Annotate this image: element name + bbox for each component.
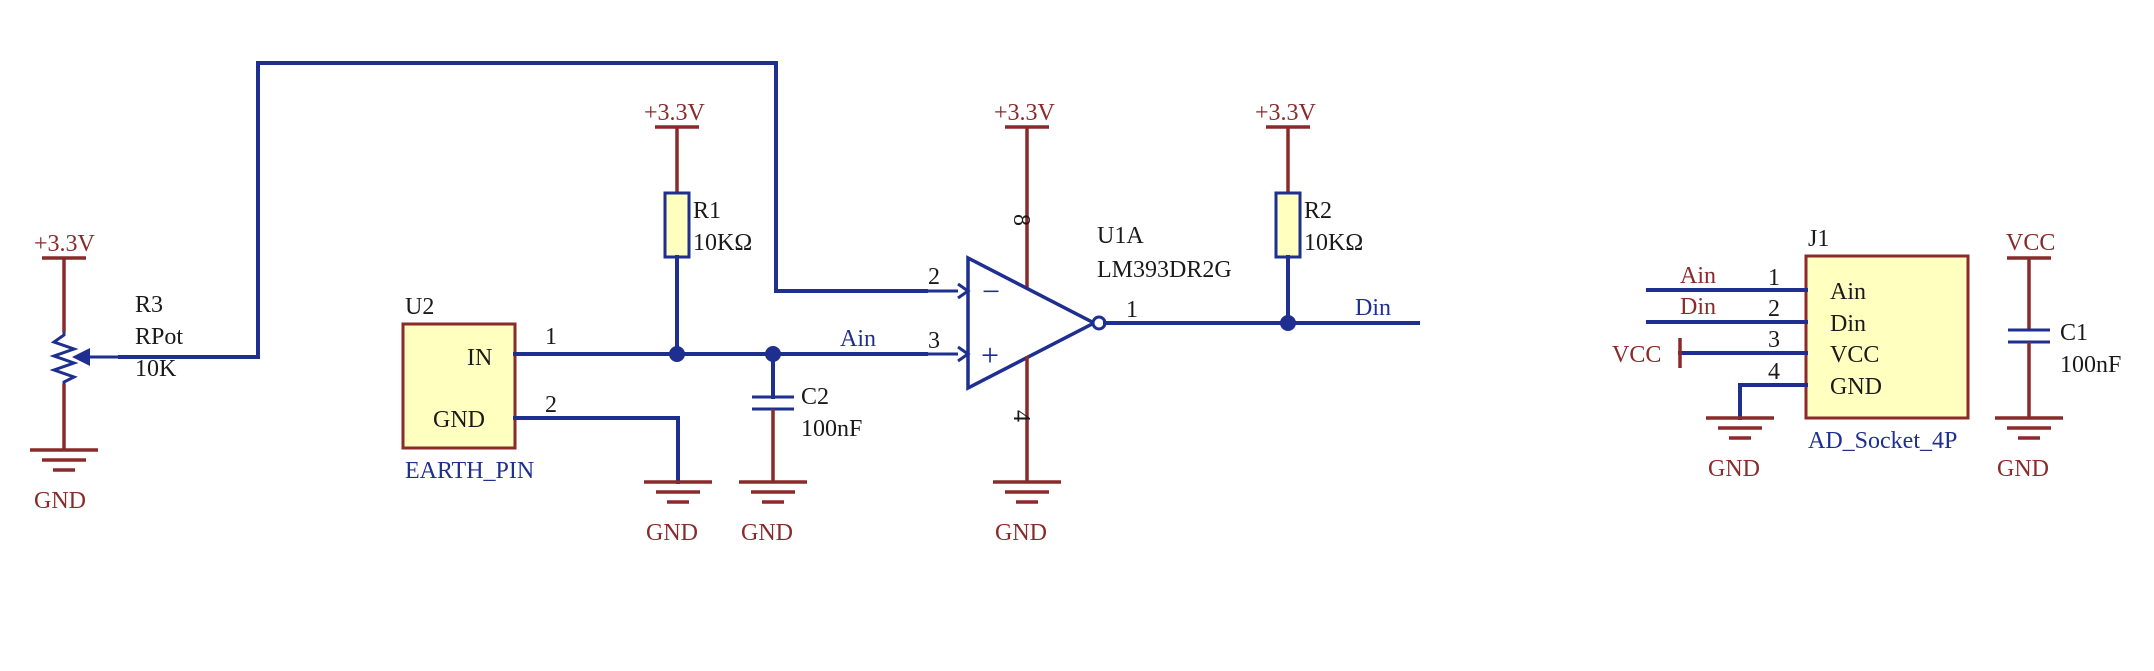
u2-name: EARTH_PIN	[405, 458, 534, 484]
gnd-label-u2: GND	[646, 520, 698, 546]
connector-j1: J1 Ain Din VCC GND 1 2 3 4 Ain Din VCC	[1612, 226, 1970, 482]
c2-ref: C2	[801, 384, 829, 410]
c1-value: 100nF	[2060, 352, 2121, 378]
gnd-symbol-r3	[28, 448, 100, 472]
wiper-arrow	[72, 348, 90, 366]
u1a-ref: U1A	[1097, 223, 1144, 249]
j1-name: AD_Socket_4P	[1808, 428, 1957, 454]
wire-j1-gnd	[1738, 383, 1746, 420]
u1a-pin2-arrow	[957, 282, 971, 300]
j1-pin4-label: GND	[1830, 374, 1882, 400]
gnd-symbol-u2	[642, 480, 714, 504]
capacitor-c1: VCC GND C1 100nF	[1993, 230, 2121, 482]
capacitor-c2: GND C2 100nF	[737, 346, 862, 546]
noninverting-sign: +	[981, 337, 999, 373]
r2-ref: R2	[1304, 198, 1332, 224]
u1a-pin3-num: 3	[928, 328, 940, 354]
j1-pin2-label: Din	[1830, 311, 1866, 337]
wire-u2-gnd	[513, 416, 680, 484]
r1-body	[663, 191, 691, 259]
gnd-label-u1a: GND	[995, 520, 1047, 546]
power-label-c1: VCC	[2006, 230, 2055, 256]
r1-ref: R1	[693, 198, 721, 224]
c1-ref: C1	[2060, 320, 2088, 346]
j1-net-din: Din	[1680, 294, 1716, 320]
u1a-pin4-num: 4	[1008, 410, 1034, 422]
gnd-label-c2: GND	[741, 520, 793, 546]
potentiometer-r3: +3.3V GND R3 RPot 10K	[28, 231, 183, 514]
gnd-label-r3: GND	[34, 488, 86, 514]
u1a-pin3-arrow	[957, 345, 971, 363]
power-label-r3: +3.3V	[34, 231, 96, 257]
r3-ref: R3	[135, 292, 163, 318]
j1-pin3-label: VCC	[1830, 342, 1879, 368]
r1-value: 10KΩ	[693, 230, 752, 256]
r3-type: RPot	[135, 324, 183, 350]
j1-net-vcc: VCC	[1612, 342, 1661, 368]
power-label-u1a: +3.3V	[994, 100, 1056, 126]
opamp-triangle	[966, 255, 1098, 391]
j1-pin3-num: 3	[1768, 327, 1780, 353]
junction-r2-din	[1280, 315, 1296, 331]
u1a-pin1-num: 1	[1126, 297, 1138, 323]
component-u2: U2 IN GND 1 2 EARTH_PIN	[401, 294, 557, 484]
power-label-r2: +3.3V	[1255, 100, 1317, 126]
u1a-part: LM393DR2G	[1097, 257, 1232, 283]
net-label-din: Din	[1355, 295, 1391, 321]
gnd-symbol-u1a	[991, 480, 1063, 504]
u1a-pin8-num: 8	[1008, 214, 1034, 226]
j1-pin1-num: 1	[1768, 265, 1780, 291]
gnd-symbol-j1	[1704, 416, 1776, 440]
j1-body	[1804, 254, 1970, 420]
gnd-label-c1: GND	[1997, 456, 2049, 482]
j1-ref: J1	[1808, 226, 1829, 252]
u2-pin2-num: 2	[545, 392, 557, 418]
gnd-symbol-c2	[737, 480, 809, 504]
r2-body	[1274, 191, 1302, 259]
net-label-ain: Ain	[840, 326, 876, 352]
j1-pin4-num: 4	[1768, 359, 1780, 385]
inverting-sign: −	[982, 273, 1000, 309]
u1a-pin2-num: 2	[928, 264, 940, 290]
resistor-r2: +3.3V R2 10KΩ	[1255, 100, 1363, 331]
junction-r1-ain	[669, 346, 685, 362]
u2-ref: U2	[405, 294, 434, 320]
c2-value: 100nF	[801, 416, 862, 442]
resistor-r1: +3.3V R1 10KΩ	[644, 100, 752, 356]
u2-body	[401, 322, 517, 450]
pot-zigzag	[49, 332, 79, 384]
r2-value: 10KΩ	[1304, 230, 1363, 256]
u2-pin1-num: 1	[545, 324, 557, 350]
u2-pin-gnd-label: GND	[433, 407, 485, 433]
power-label-r1: +3.3V	[644, 100, 706, 126]
j1-net-ain: Ain	[1680, 263, 1716, 289]
gnd-symbol-c1	[1993, 416, 2065, 440]
wire-pot-to-inverting	[118, 61, 928, 359]
j1-pin1-label: Ain	[1830, 279, 1866, 305]
comparator-u1a: +3.3V 8 − + 2 3 4 GND U1A LM393DR2G 1	[926, 100, 1232, 546]
u2-pin-in-label: IN	[467, 345, 492, 371]
j1-pin2-num: 2	[1768, 296, 1780, 322]
gnd-label-j1: GND	[1708, 456, 1760, 482]
r3-value: 10K	[135, 356, 177, 382]
